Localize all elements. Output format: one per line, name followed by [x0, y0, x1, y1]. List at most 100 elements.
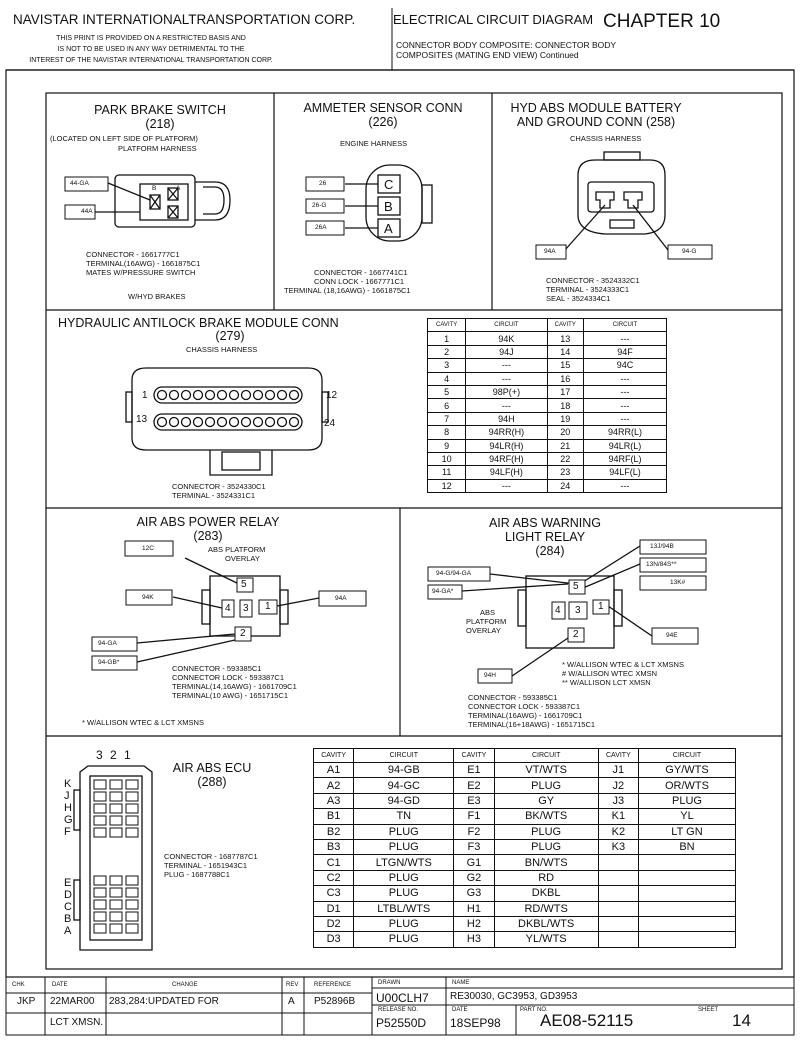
habm-pin — [240, 389, 252, 401]
ecu-cavity — [93, 923, 107, 934]
cavity-cell: 8 — [426, 425, 467, 440]
circuit-cell: --- — [465, 478, 548, 494]
ecu-row-E: E — [64, 877, 72, 889]
circuit-cell — [637, 854, 737, 871]
ecu-row-D: D — [64, 889, 72, 901]
tb-sheet: 14 — [732, 1011, 751, 1030]
cavity-cell: 17 — [546, 384, 584, 400]
col-header: CIRCUIT — [465, 317, 548, 333]
tb-name: RE30030, GC3953, GD3953 — [450, 991, 578, 1002]
cavity-cell: 16 — [546, 371, 584, 386]
tb-header-change: CHANGE — [172, 982, 198, 988]
warning-relay-overlay-3: OVERLAY — [466, 626, 501, 635]
cavity-cell: F3 — [453, 838, 495, 856]
habm-connector — [125, 367, 329, 476]
habm-pin — [180, 416, 192, 428]
circuit-cell: OR/WTS — [637, 777, 737, 794]
warning-relay-overlay-2: PLATFORM — [466, 617, 507, 626]
wire-44-GA: 44-GA — [70, 180, 89, 187]
tb-release: P52550D — [376, 1016, 427, 1030]
habm-pin — [264, 416, 276, 428]
cavity-cell: C1 — [312, 854, 355, 871]
wire-12C: 12C — [142, 545, 154, 552]
ecu-cavity-grid — [93, 779, 139, 934]
col-header: CAVITY — [312, 748, 355, 763]
wire-94A: 94A — [335, 595, 347, 602]
power-relay-note-1: CONNECTOR - 593385C1 — [172, 664, 262, 673]
col-header: CAVITY — [597, 748, 639, 763]
circuit-cell: DKBL — [493, 885, 599, 902]
cavity-cell — [597, 931, 639, 948]
cavity-cell — [597, 915, 639, 933]
tb-header-drawn: DRAWN — [378, 980, 401, 986]
cavity-cell: 4 — [426, 371, 467, 386]
warning-note-3: TERMINAL(16AWG) - 1661709C1 — [468, 711, 583, 720]
cavity-cell: D2 — [312, 915, 355, 933]
cavity-cell: 21 — [546, 438, 584, 453]
habm-pin — [276, 389, 288, 401]
cavity-cell: H1 — [453, 900, 495, 917]
habm-note-2: TERMINAL - 3524331C1 — [172, 491, 256, 500]
habm-pin — [252, 389, 264, 401]
circuit-cell: --- — [582, 331, 668, 346]
wire-94-G-94-GA: 94-G/94-GA — [436, 570, 472, 577]
tb-header-reference: REFERENCE — [314, 982, 352, 988]
ecu-row-C: C — [64, 901, 72, 913]
cavity-cell: 5 — [426, 384, 467, 400]
cavity-cell: 18 — [546, 398, 584, 413]
circuit-cell: YL — [637, 808, 737, 825]
circuit-cell: TN — [353, 808, 455, 825]
cavity-cell: G1 — [453, 854, 495, 871]
tb-header-name: NAME — [452, 980, 470, 986]
company-name: NAVISTAR INTERNATIONALTRANSPORTATION COR… — [13, 12, 356, 27]
ecu-cavity — [125, 779, 139, 790]
tb-date2: 18SEP98 — [450, 1016, 501, 1030]
relay-pin-3: 3 — [243, 603, 249, 614]
cavity-cell: B2 — [312, 823, 355, 840]
tb-header-sheet: SHEET — [698, 1007, 719, 1013]
cavity-cell: 7 — [426, 411, 467, 427]
circuit-cell: 94-GB — [353, 761, 455, 779]
habm-pin — [192, 416, 204, 428]
cavity-cell: 14 — [546, 344, 584, 360]
circuit-cell: 94-GD — [353, 792, 455, 810]
habm-pin — [204, 389, 216, 401]
habm-pin — [156, 416, 168, 428]
cavity-cell: G3 — [453, 885, 495, 902]
cavity-cell: E1 — [453, 761, 495, 779]
restricted-notice-2: IS NOT TO BE USED IN ANY WAY DETRIMENTAL… — [57, 46, 245, 53]
cavity-cell: 23 — [546, 465, 584, 480]
ecu-cavity — [93, 791, 107, 802]
habm-pin — [180, 389, 192, 401]
habm-pin — [252, 416, 264, 428]
relay-pin-4: 4 — [555, 605, 561, 616]
circuit-cell — [637, 885, 737, 902]
tb-header-date2: DATE — [452, 1007, 468, 1013]
park-brake-connector — [95, 174, 231, 228]
ecu-row-A: A — [64, 925, 72, 937]
cavity-cell: K3 — [597, 838, 639, 856]
ecu-cavity — [93, 779, 107, 790]
wire-94K: 94K — [142, 594, 154, 601]
park-brake-number: (218) — [145, 117, 175, 131]
wire-94-GA: 94-GA — [98, 640, 117, 647]
circuit-cell — [637, 869, 737, 887]
cavity-cell — [597, 869, 639, 887]
wire-26A: 26A — [315, 224, 327, 231]
ecu-row-H: H — [64, 802, 72, 814]
cavity-cell: F1 — [453, 808, 495, 825]
habm-pin — [288, 389, 300, 401]
doc-title: ELECTRICAL CIRCUIT DIAGRAM — [393, 12, 594, 27]
relay-pin-1: 1 — [598, 601, 604, 612]
cavity-cell: A2 — [312, 777, 355, 794]
ecu-cavity — [125, 815, 139, 826]
park-brake-note-3: MATES W/PRESSURE SWITCH — [86, 268, 196, 277]
hyd-abs-harness: CHASSIS HARNESS — [570, 134, 642, 143]
